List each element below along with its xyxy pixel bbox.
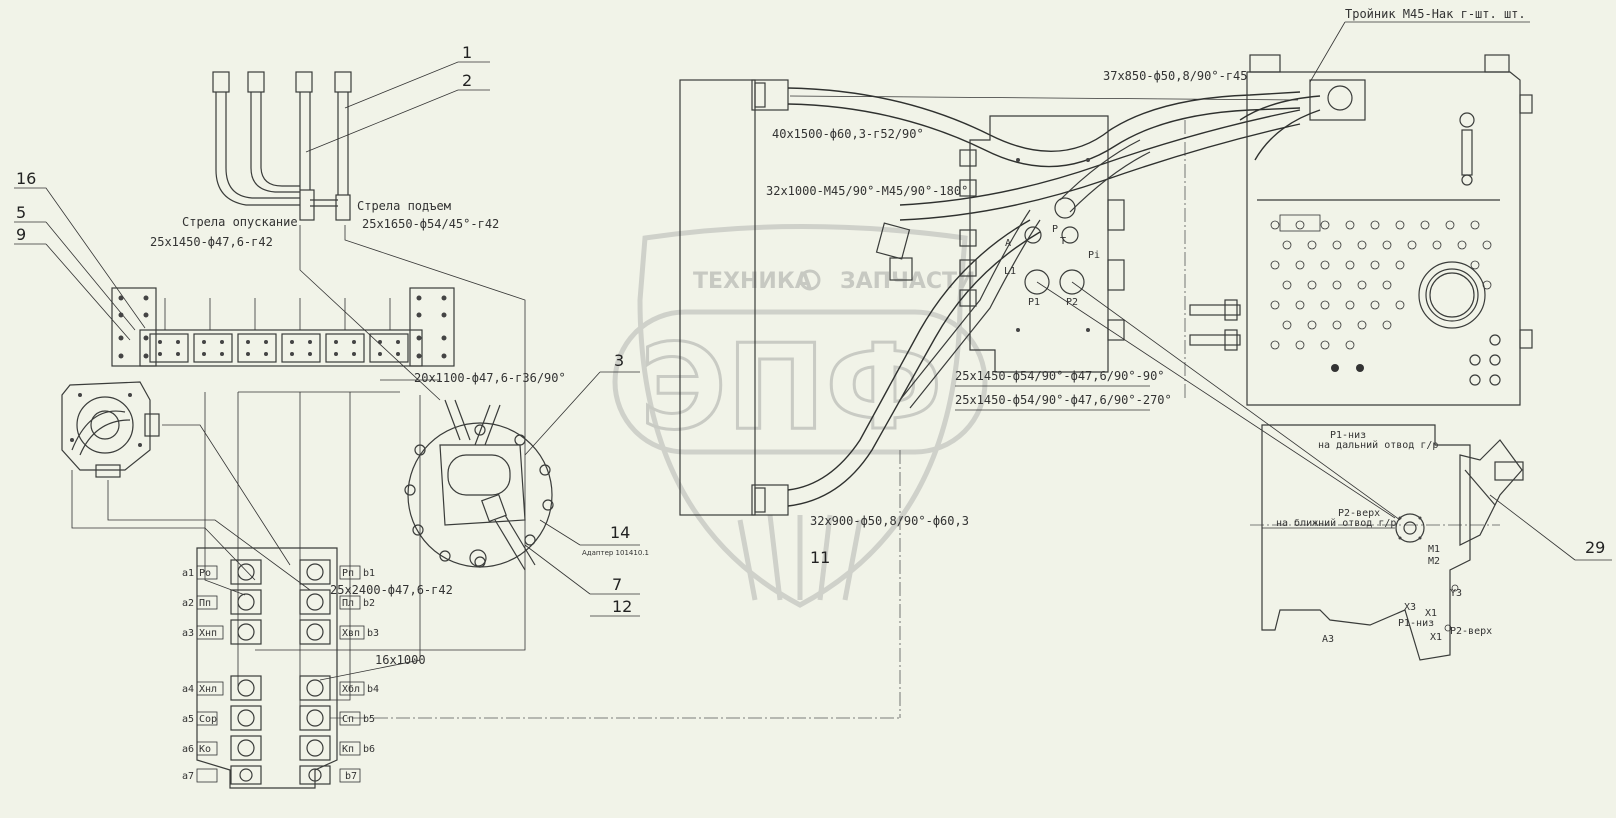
port-b6-name: Кп: [342, 744, 354, 755]
label-hose-20x1100: 20х1100-ф47,6-г36/90°: [414, 371, 566, 385]
motor-p2-low: Р2-верх: [1450, 626, 1492, 637]
motor-p2-top: Р2-верх: [1338, 508, 1380, 519]
label-hose-25x1450-90: 25х1450-ф54/90°-ф47,6/90°-90°: [955, 369, 1165, 383]
hydraulic-tank: Тройник М45-Нак г-шт. шт. 37х850-ф50,8/9…: [1036, 7, 1533, 521]
port-b5: b5: [363, 714, 375, 725]
watermark-company2: ЗАПЧАСТИ: [840, 269, 975, 294]
control-valve-block: a1 Ро a2 Пп a3 Хнп a4 Хнл a5 Сор a6 Ко a…: [182, 547, 453, 789]
port-a1: a1: [182, 568, 194, 579]
port-a3-name: Хнп: [199, 628, 217, 639]
manifold-rail: [111, 287, 455, 367]
directional-valve: A P L1 P1 P2 T Pi 25х1450-ф54/90°-ф47,6/…: [955, 115, 1172, 411]
port-b4: b4: [367, 684, 379, 695]
port-a6-name: Ко: [199, 744, 211, 755]
center-hoses: 40х1500-ф60,3-г52/90° 32х1000-М45/90°-М4…: [679, 79, 1301, 567]
port-a4-name: Хнл: [199, 684, 217, 695]
motor-p1-top: Р1-низ: [1330, 430, 1366, 441]
label-hose-16x1000: 16х1000: [375, 653, 426, 667]
boom-hose-bundle: 1 2 Стрела опускание 25х1450-ф47,6-г42 С…: [150, 43, 499, 249]
port-a2: a2: [182, 598, 194, 609]
port-b2-name: Пл: [342, 598, 354, 609]
valve-port-l1: L1: [1004, 266, 1016, 277]
callout-1: 1: [462, 43, 472, 62]
port-b3: b3: [367, 628, 379, 639]
callout-5: 5: [16, 203, 26, 222]
port-a4: a4: [182, 684, 194, 695]
callout-9: 9: [16, 225, 26, 244]
callout-16: 16: [16, 169, 36, 188]
callout-14: 14: [610, 523, 630, 542]
valve-port-pi: Pi: [1088, 250, 1100, 261]
gear-icon: [799, 269, 821, 291]
port-b1-name: Рп: [342, 568, 354, 579]
motor-y3: Y3: [1450, 588, 1462, 599]
port-b4-name: Хбл: [342, 683, 360, 695]
callout-29: 29: [1585, 538, 1605, 557]
motor-p1-top-sub: на дальний отвод г/р: [1318, 439, 1438, 451]
motor-a3: A3: [1322, 634, 1334, 645]
port-a1-name: Ро: [199, 568, 211, 579]
label-hose-25x1650: 25х1650-ф54/45°-г42: [362, 217, 499, 231]
callout-11: 11: [810, 548, 830, 567]
valve-port-a: A: [1005, 238, 1011, 249]
rotator-flange: 20х1100-ф47,6-г36/90° 3 14 Адаптер 10141…: [404, 351, 649, 617]
port-a7: a7: [182, 771, 194, 782]
label-adapter: Адаптер 101410.1: [582, 549, 649, 557]
valve-port-p1: P1: [1028, 297, 1040, 308]
label-hose-37x850: 37х850-ф50,8/90°-г45: [1103, 69, 1248, 83]
label-hose-25x1450: 25х1450-ф47,6-г42: [150, 235, 273, 249]
motor-p2-top-sub: на ближний отвод г/р: [1276, 517, 1396, 529]
label-hose-25x2400: 25х2400-ф47,6-г42: [330, 583, 453, 597]
ports-right: Рп b1 Пл b2 Хвп b3 Хбл b4 Сп b5 Кп b6 b7: [339, 565, 379, 783]
motor-m1: M1: [1428, 544, 1440, 555]
motor-p1-low: Р1-низ: [1398, 618, 1434, 629]
port-a5: a5: [182, 714, 194, 725]
rotary-unit: [61, 381, 160, 478]
port-b5-name: Сп: [342, 714, 354, 725]
callout-12: 12: [612, 597, 632, 616]
callout-3: 3: [614, 351, 624, 370]
label-strela-opusk: Стрела опускание: [182, 215, 298, 229]
label-strela-podem: Стрела подъем: [357, 199, 451, 213]
watermark-company: ТЕХНИКА: [693, 269, 812, 294]
ports-left: a1 Ро a2 Пп a3 Хнп a4 Хнл a5 Сор a6 Ко a…: [182, 565, 224, 783]
port-b3-name: Хвп: [342, 628, 360, 639]
hydraulic-motor: Р1-низ на дальний отвод г/р Р2-верх на б…: [1261, 424, 1612, 661]
port-a2-name: Пп: [199, 598, 211, 609]
port-b1: b1: [363, 568, 375, 579]
callout-7: 7: [612, 575, 622, 594]
motor-m2: M2: [1428, 556, 1440, 567]
label-hose-25x1450-270: 25х1450-ф54/90°-ф47,6/90°-270°: [955, 393, 1172, 407]
motor-x1a: X1: [1425, 608, 1437, 619]
port-a3: a3: [182, 628, 194, 639]
label-hose-40x1500: 40х1500-ф60,3-г52/90°: [772, 127, 924, 141]
port-b6: b6: [363, 744, 375, 755]
label-hose-32x1000: 32х1000-М45/90°-М45/90°-180°: [766, 184, 968, 198]
port-b2: b2: [363, 598, 375, 609]
valve-port-p: P: [1052, 224, 1058, 235]
valve-port-p2: P2: [1066, 297, 1078, 308]
port-b7: b7: [345, 771, 357, 782]
watermark: ТЕХНИКА ЗАПЧАСТИ ЭПФ: [612, 224, 988, 608]
port-a5-name: Сор: [199, 714, 217, 725]
left-callouts: 16 5 9: [14, 169, 146, 341]
motor-x3: X3: [1404, 602, 1416, 613]
center-lines: [330, 120, 1500, 719]
label-hose-32x900: 32х900-ф50,8/90°-ф60,3: [810, 514, 969, 528]
label-tee: Тройник М45-Нак г-шт. шт.: [1345, 7, 1526, 21]
watermark-logo: ЭПФ: [640, 318, 942, 456]
valve-port-t: T: [1060, 236, 1066, 247]
pipe-lines-left: [71, 225, 526, 720]
motor-x1b: X1: [1430, 632, 1442, 643]
callout-2: 2: [462, 71, 472, 90]
port-a6: a6: [182, 744, 194, 755]
